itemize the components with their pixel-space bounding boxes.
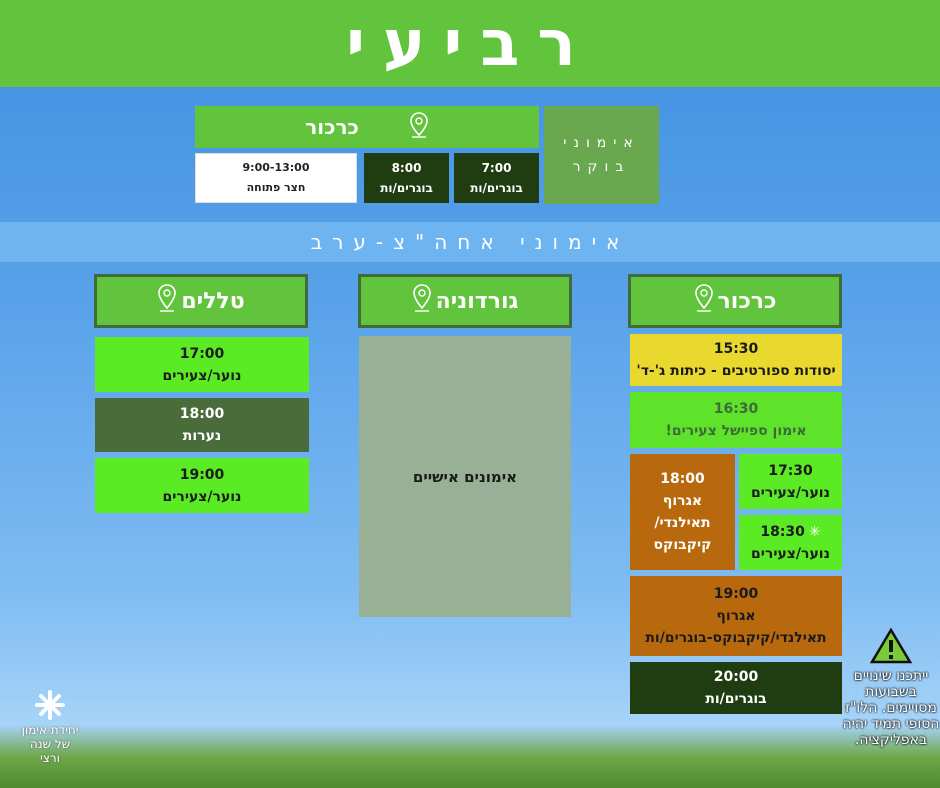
karkur-slot: ✳ 18:30 נוער/צעירים (739, 515, 842, 570)
unit-logo: יחידת אימון של שנה ורצי (6, 690, 94, 765)
slot-time-row: ✳ 18:30 (760, 521, 820, 543)
day-title: רביעי (346, 6, 594, 81)
logo-line3: ורצי (40, 751, 60, 765)
slot-time: 17:00 (179, 345, 225, 362)
karkur-slot: 20:00 בוגרים/ות (630, 662, 842, 714)
morning-label-line2: בוקר (572, 159, 631, 175)
karkur-slot: 19:00 אגרוף תאילנדי/קיקבוקס-בוגרים/ות (630, 576, 842, 656)
slot-time: 18:30 (760, 523, 805, 540)
slot-time: 18:00 (179, 406, 225, 422)
slot-time: 15:30 (713, 341, 759, 357)
slot-group: בוגרים/ות (470, 181, 523, 195)
warning-triangle-icon (869, 627, 913, 668)
slot-group: בוגרים/ות (380, 181, 433, 195)
karkur-slot: 17:30 נוער/צעירים (739, 454, 842, 509)
slot-group: נוער/צעירים (162, 367, 242, 384)
slot-group: יסודות ספורטיבים - כיתות ג'-ד' (636, 363, 836, 379)
slot-time: 19:00 (179, 466, 225, 483)
karkur-slot: 15:30 יסודות ספורטיבים - כיתות ג'-ד' (630, 334, 842, 386)
talalim-slot: 19:00 נוער/צעירים (95, 458, 309, 513)
slot-time: 7:00 (481, 161, 512, 175)
talalim-slot: 18:00 נערות (95, 398, 309, 452)
talalim-name: טללים (181, 288, 245, 314)
slot-group: אגרוף תאילנדי/ קיקבוקס (653, 493, 712, 553)
schedule-change-warning: ייתכנו שינויים בשבועות מסויימים. הלו"ז ה… (842, 608, 940, 768)
warning-text: ייתכנו שינויים בשבועות מסויימים. הלו"ז ה… (842, 668, 940, 748)
morning-slot: 8:00 בוגרים/ות (364, 153, 449, 203)
karkur-header: כרכור (628, 274, 842, 328)
slot-group: אימון ספיישל צעירים! (665, 423, 807, 439)
slot-group: אגרוף תאילנדי/קיקבוקס-בוגרים/ות (645, 608, 827, 646)
evening-section-title: אימוני אחה"צ-ערב (310, 230, 630, 254)
asterisk-star-icon: ✳ (808, 523, 821, 540)
slot-time: 20:00 (713, 669, 759, 685)
gordonia-block-label: אימונים אישיים (412, 467, 518, 486)
slot-group: נוער/צעירים (162, 488, 242, 505)
slot-group: בוגרים/ות (705, 691, 767, 707)
slot-group: נערות (182, 428, 222, 444)
slot-group: חצר פתוחה (246, 181, 306, 194)
karkur-name: כרכור (717, 288, 777, 314)
slot-time: 17:30 (768, 462, 813, 479)
slot-group: נוער/צעירים (751, 484, 830, 501)
slot-time: 19:00 (713, 586, 759, 602)
talalim-slot: 17:00 נוער/צעירים (95, 337, 309, 392)
talalim-header: טללים (94, 274, 308, 328)
asterisk-star-icon (35, 690, 65, 723)
slot-time: 16:30 (713, 401, 759, 417)
morning-label: אימוני בוקר (544, 106, 659, 204)
gordonia-personal-training: אימונים אישיים (359, 336, 571, 617)
logo-line1: יחידת אימון (21, 723, 79, 737)
evening-section-band: אימוני אחה"צ-ערב (0, 222, 940, 262)
morning-location-header: כרכור (195, 106, 539, 148)
top-banner: רביעי (0, 0, 940, 87)
location-pin-icon (694, 283, 714, 319)
morning-location-name: כרכור (305, 115, 359, 139)
logo-line2: של שנה (29, 737, 71, 751)
slot-time: 9:00-13:00 (242, 161, 310, 174)
gordonia-header: גורדוניה (358, 274, 572, 328)
karkur-slot: 18:00 אגרוף תאילנדי/ קיקבוקס (630, 454, 735, 570)
morning-slot: 7:00 בוגרים/ות (454, 153, 539, 203)
slot-time: 18:00 (660, 471, 705, 487)
morning-slot: 9:00-13:00 חצר פתוחה (195, 153, 357, 203)
karkur-slot: 16:30 אימון ספיישל צעירים! (630, 392, 842, 448)
slot-time: 8:00 (391, 161, 422, 175)
slot-group: נוער/צעירים (751, 545, 830, 562)
location-pin-icon (409, 111, 429, 144)
location-pin-icon (412, 283, 432, 319)
morning-label-line1: אימוני (563, 135, 640, 151)
gordonia-name: גורדוניה (435, 288, 519, 314)
location-pin-icon (157, 283, 177, 319)
